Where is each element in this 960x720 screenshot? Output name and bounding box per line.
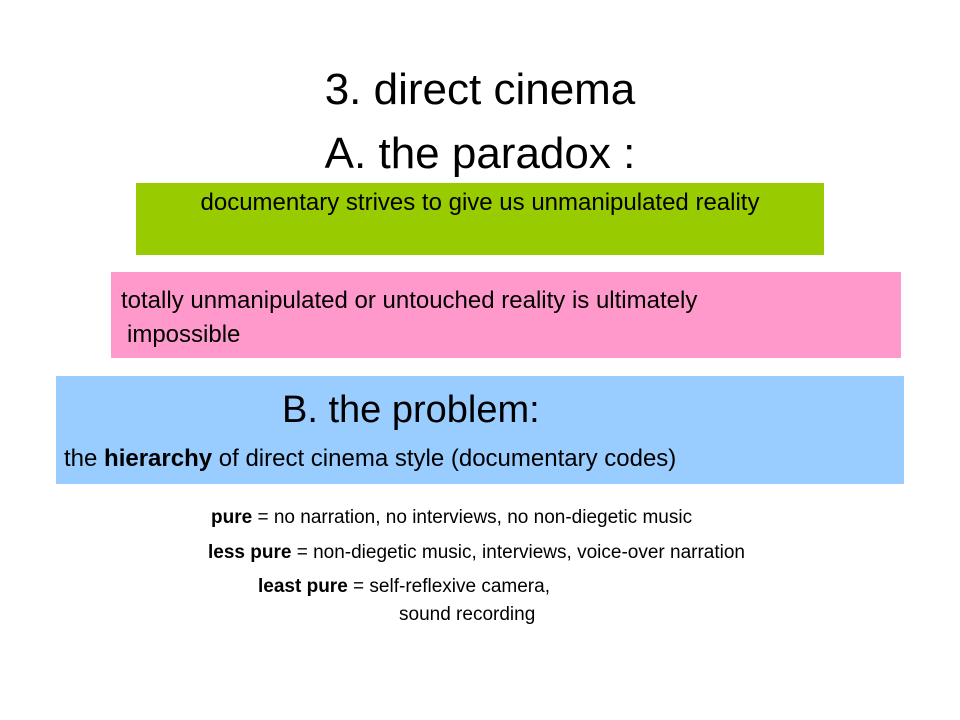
problem-blue-box: B. the problem: the hierarchy of direct … <box>56 376 904 484</box>
least-pure-definition-line-2: sound recording <box>399 604 536 625</box>
pure-term: pure <box>211 507 253 528</box>
problem-subtitle-prefix: the <box>64 445 105 472</box>
hierarchy-item-least-pure: least pure = self-reflexive camera, <box>258 575 550 599</box>
slide-title-line-1: 3. direct cinema <box>324 65 636 114</box>
problem-heading: B. the problem: <box>282 389 540 431</box>
hierarchy-item-pure: pure = no narration, no interviews, no n… <box>211 506 692 530</box>
slide-title-line-2: A. the paradox : <box>324 129 636 178</box>
paradox-statement-pink-box: totally unmanipulated or untouched reali… <box>111 272 901 358</box>
paradox-statement-green-box: documentary strives to give us unmanipul… <box>136 183 824 255</box>
least-pure-definition: = self-reflexive camera, <box>347 576 550 597</box>
less-pure-definition: = non-diegetic music, interviews, voice-… <box>291 542 745 563</box>
problem-subtitle-suffix: of direct cinema style (documentary code… <box>212 445 677 472</box>
pure-definition: = no narration, no interviews, no non-di… <box>252 507 693 528</box>
paradox-statement-2-line-1: totally unmanipulated or untouched reali… <box>121 287 698 314</box>
hierarchy-item-less-pure: less pure = non-diegetic music, intervie… <box>208 541 745 565</box>
problem-subtitle: the hierarchy of direct cinema style (do… <box>64 444 676 474</box>
paradox-statement-2-line-2: impossible <box>127 321 241 348</box>
paradox-statement-1: documentary strives to give us unmanipul… <box>200 189 760 216</box>
problem-subtitle-bold: hierarchy <box>104 445 213 472</box>
least-pure-term: least pure <box>258 576 348 597</box>
less-pure-term: less pure <box>208 542 292 563</box>
